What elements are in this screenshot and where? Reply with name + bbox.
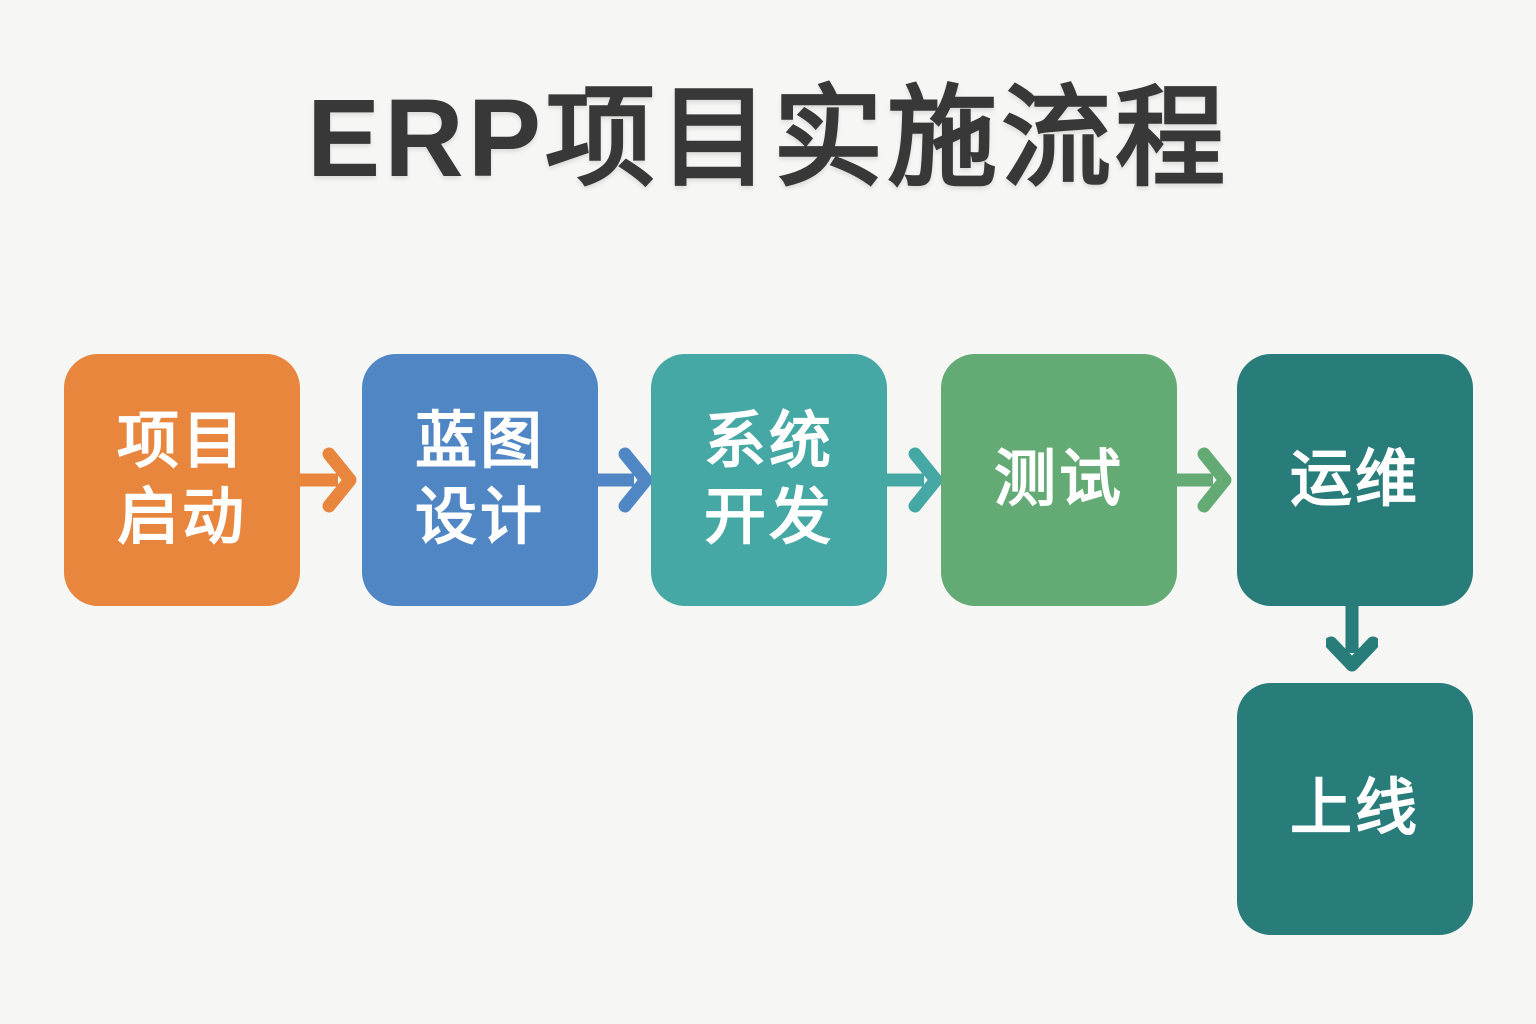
flow-step-go-live: 上线 [1237, 683, 1473, 935]
flow-step-label: 上线 [1290, 771, 1420, 847]
step-label-line: 运维 [1289, 445, 1420, 515]
page-title: ERP项目实施流程 [306, 77, 1230, 200]
step-label-line: 项目 [116, 407, 247, 477]
arrow-right-icon [1171, 443, 1233, 517]
flow-step-testing: 测试 [941, 354, 1177, 606]
step-label-line: 设计 [414, 483, 545, 552]
step-label-line: 测试 [993, 445, 1124, 515]
arrow-right-icon [592, 443, 654, 517]
flow-step-label: 运维 [1290, 442, 1420, 518]
step-label-line: 开发 [703, 483, 834, 552]
step-label-line: 启动 [116, 483, 247, 552]
arrow-down-icon [1324, 605, 1380, 681]
flow-step-system-development: 系统 开发 [651, 354, 887, 606]
step-label-line: 蓝图 [414, 407, 545, 477]
arrow-right-icon [296, 443, 358, 517]
step-label-line: 上线 [1289, 774, 1420, 844]
flow-step-operations: 运维 [1237, 354, 1473, 606]
arrow-right-icon [882, 443, 944, 517]
flow-step-label: 系统 开发 [704, 404, 834, 555]
flow-step-label: 蓝图 设计 [415, 404, 545, 555]
step-label-line: 系统 [703, 407, 834, 477]
flow-step-blueprint-design: 蓝图 设计 [362, 354, 598, 606]
flow-step-label: 项目 启动 [117, 404, 247, 555]
flow-step-project-kickoff: 项目 启动 [64, 354, 300, 606]
flow-step-label: 测试 [994, 442, 1124, 518]
